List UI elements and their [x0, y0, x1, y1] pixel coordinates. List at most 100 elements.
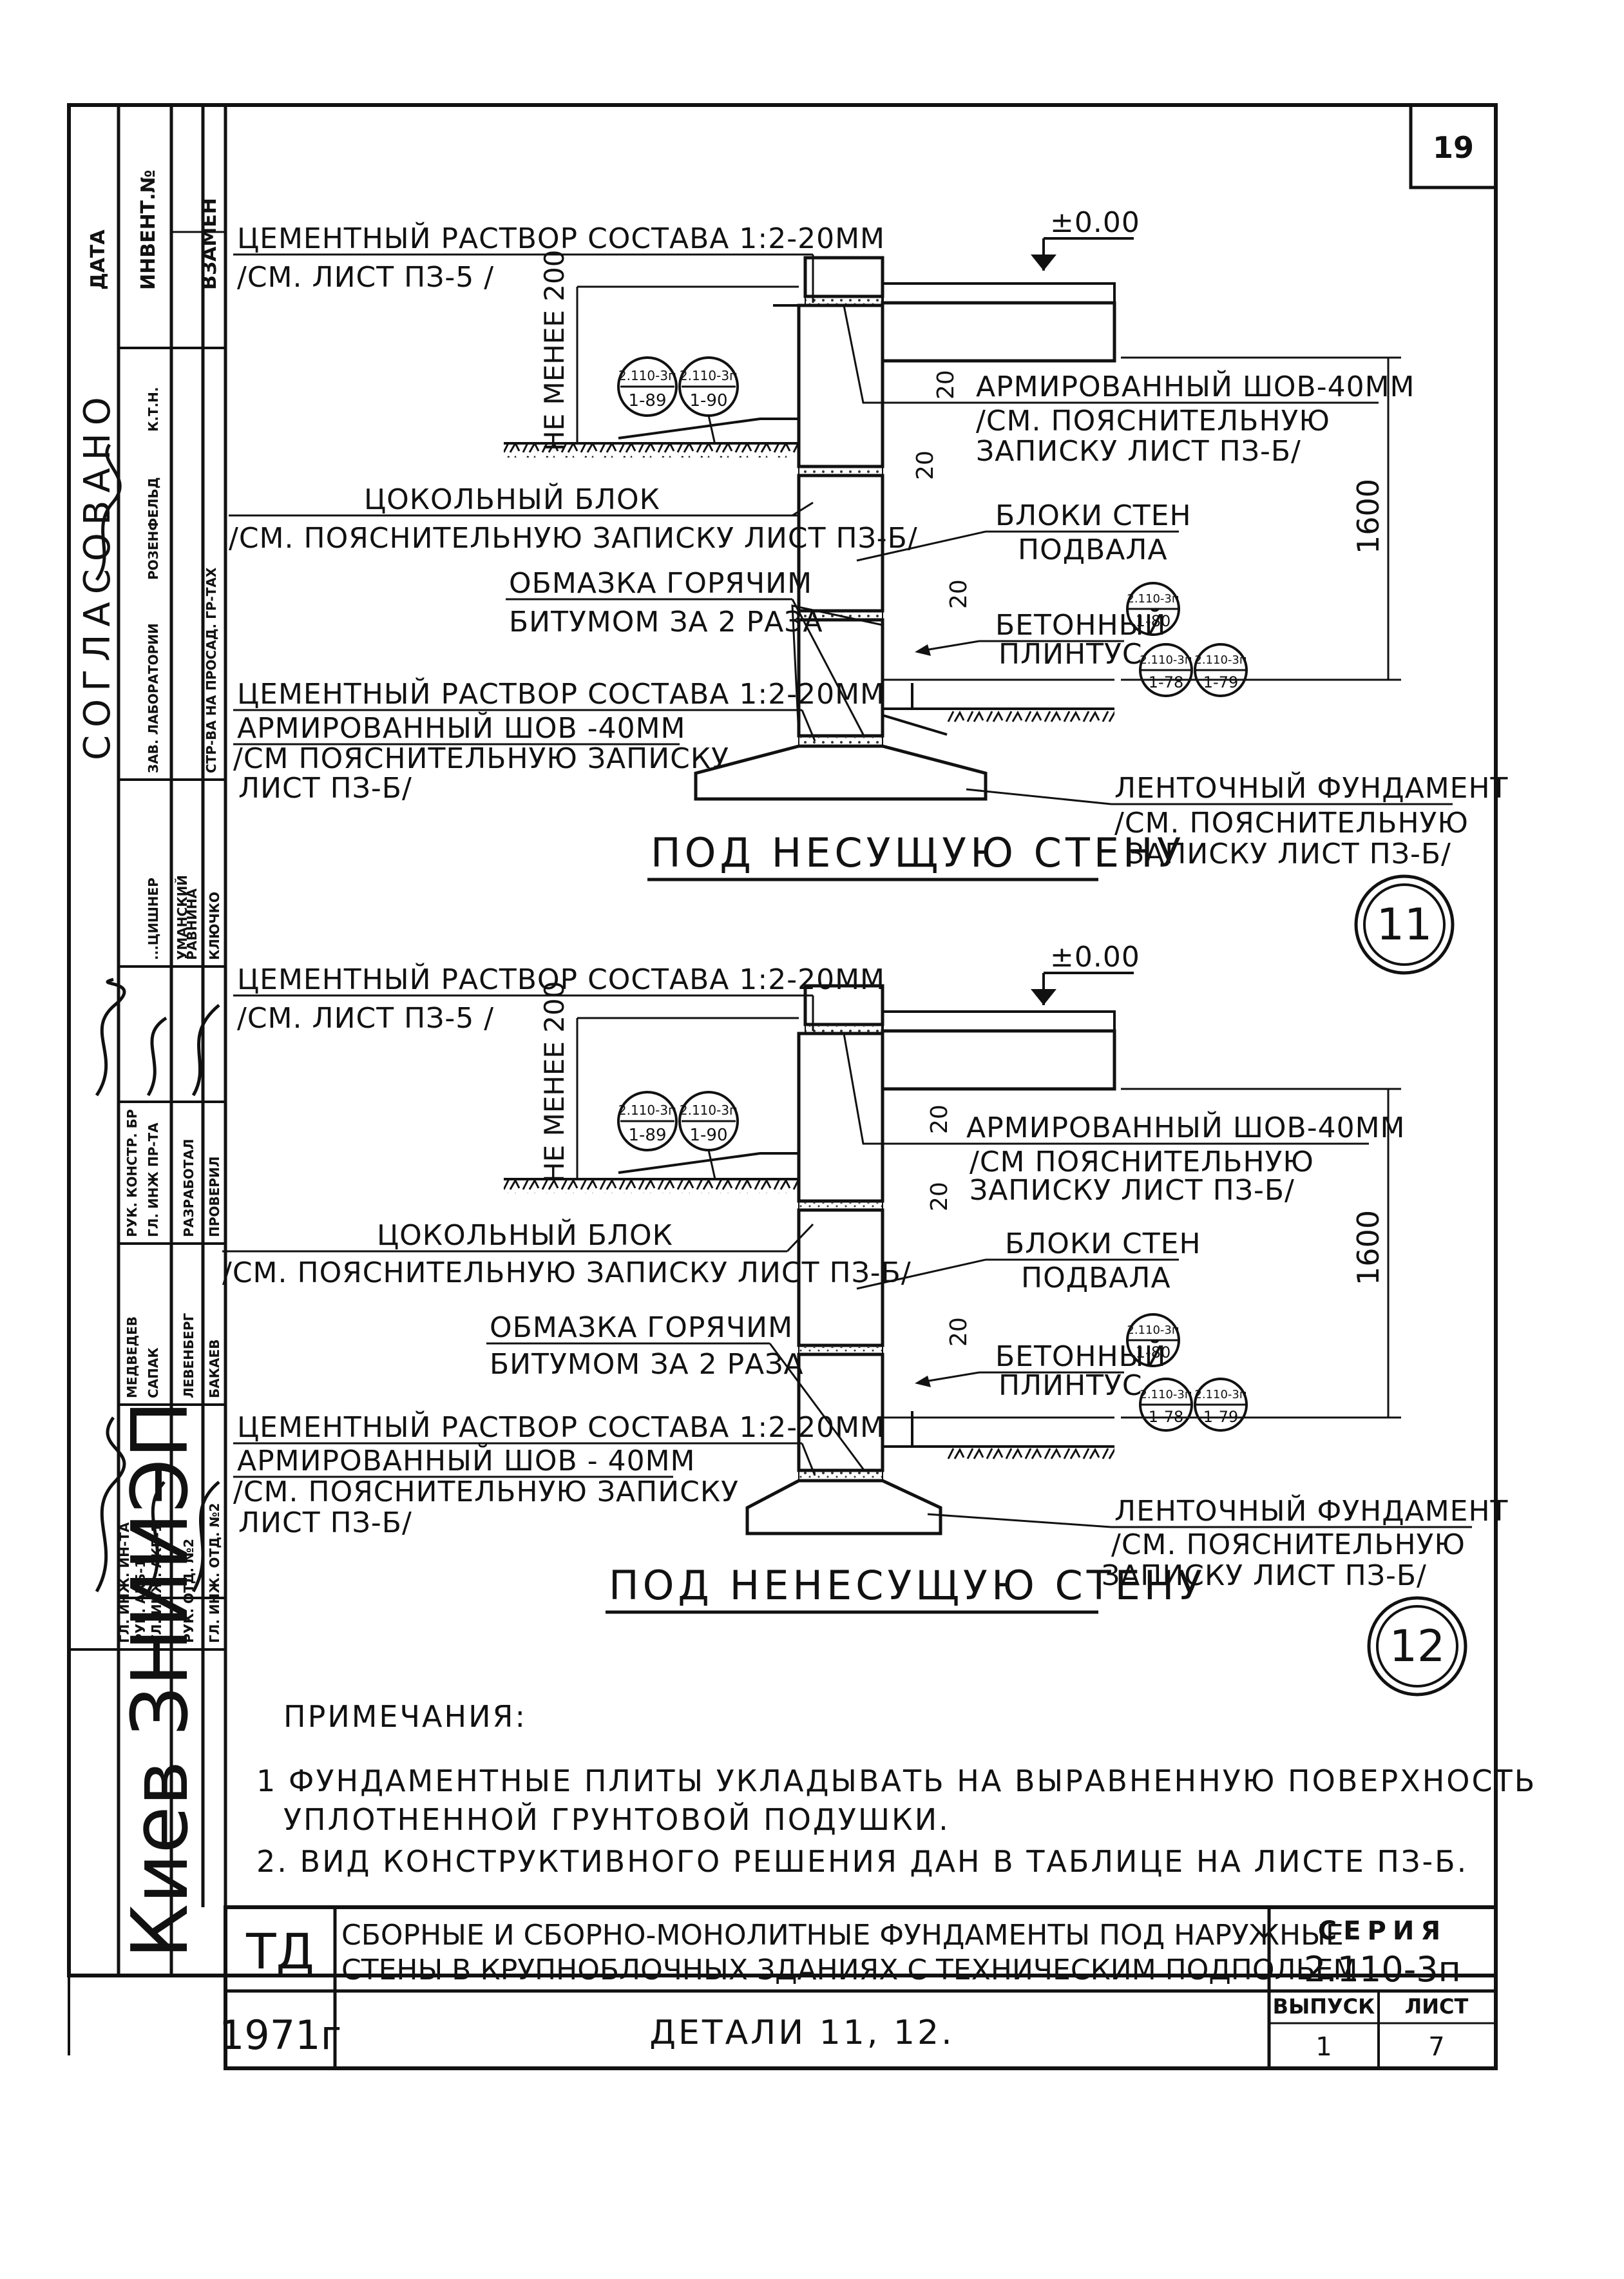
- stamp-role-3: РАЗРАБОТАЛ: [181, 1139, 196, 1237]
- d11-ref-78: 2.110-3п 1-78: [1139, 643, 1193, 697]
- svg-text:1-80: 1-80: [1136, 612, 1170, 630]
- d12-strip-ref-1: /СМ. ПОЯСНИТЕЛЬНУЮ: [1111, 1528, 1466, 1561]
- title-code: ТД: [245, 1923, 314, 1980]
- svg-text:1-89: 1-89: [628, 391, 666, 410]
- stamp-name-8: БАКАЕВ: [207, 1340, 222, 1398]
- stamp-name-1: ...ЦИШНЕР: [146, 878, 161, 960]
- title-subtitle: ДЕТАЛИ 11, 12.: [649, 2014, 954, 2052]
- series-label: СЕРИЯ: [1318, 1916, 1447, 1946]
- svg-text:2.110-3п: 2.110-3п: [1194, 1388, 1247, 1401]
- notes-heading: ПРИМЕЧАНИЯ:: [283, 1699, 527, 1734]
- signature-7: [191, 1481, 220, 1593]
- page-number-box: [1409, 103, 1498, 189]
- sheet-value: 7: [1428, 2032, 1444, 2062]
- svg-text:1-90: 1-90: [689, 391, 727, 410]
- d11-dim-20c: 20: [946, 579, 972, 609]
- stamp-name-4: КЛЮЧКО: [207, 892, 222, 960]
- svg-text:1-89: 1-89: [628, 1126, 666, 1145]
- svg-text:11: 11: [1377, 899, 1433, 950]
- d12-seam-2-ref-2: ЛИСТ ПЗ-Б/: [238, 1506, 412, 1539]
- d11-ref-80: 2.110-3п 1-80: [1126, 582, 1180, 636]
- stamp-date: ДАТА: [87, 229, 110, 290]
- d11-strip-ref-2: ЗАПИСКУ ЛИСТ ПЗ-Б/: [1126, 838, 1451, 870]
- svg-text:1-80: 1-80: [1136, 1343, 1170, 1361]
- d12-ref-90: 2.110-3п 1-90: [678, 1091, 739, 1151]
- signature-3: [146, 1016, 167, 1097]
- d11-mortar-top-ref: /СМ. ЛИСТ ПЗ-5 /: [237, 261, 494, 294]
- d11-ref-90: 2.110-3п 1-90: [678, 356, 739, 417]
- detail-11-structure: [504, 256, 1116, 801]
- stamp-role-6: РУК. АКБ-1: [133, 1559, 148, 1643]
- d11-coating-1: ОБМАЗКА ГОРЯЧИМ: [509, 567, 812, 600]
- d12-ref-78: 2.110-3п 1-78: [1139, 1378, 1193, 1432]
- stamp-role-1: РУК. КОНСТР. БР: [124, 1109, 140, 1237]
- stamp-name-rozenfeld: РОЗЕНФЕЛЬД: [146, 477, 161, 580]
- d12-ref-89: 2.110-3п 1-89: [617, 1091, 678, 1151]
- d11-wall-blocks-1: БЛОКИ СТЕН: [995, 499, 1192, 532]
- stamp-role-5: ГЛ. ИНЖ. ИН-ТА: [117, 1522, 132, 1643]
- d12-wall-blocks-2: ПОДВАЛА: [1021, 1262, 1171, 1294]
- d12-dim-20b: 20: [946, 1317, 972, 1347]
- notes-item-3: 2. ВИД КОНСТРУКТИВНОГО РЕШЕНИЯ ДАН В ТАБ…: [256, 1844, 1468, 1879]
- d11-strip-foundation: ЛЕНТОЧНЫЙ ФУНДАМЕНТ: [1114, 771, 1508, 805]
- d11-number: 11: [1354, 874, 1455, 975]
- d12-concrete-2: ПЛИНТУС: [998, 1369, 1143, 1402]
- d11-seam-2-ref-2: ЛИСТ ПЗ-Б/: [238, 772, 412, 805]
- issue-label: ВЫПУСК: [1273, 1994, 1375, 2019]
- d11-seam-2-ref-1: /СМ ПОЯСНИТЕЛЬНУЮ ЗАПИСКУ: [233, 742, 729, 775]
- d11-mortar-bottom: ЦЕМЕНТНЫЙ РАСТВОР СОСТАВА 1:2-20ММ: [237, 677, 885, 711]
- svg-text:1-79: 1-79: [1203, 1408, 1238, 1426]
- d12-seam-1-ref-2: ЗАПИСКУ ЛИСТ ПЗ-Б/: [970, 1174, 1295, 1207]
- stamp-role-2: ГЛ. ИНЖ ПР-ТА: [146, 1122, 161, 1237]
- stamp-name-6: САПАК: [146, 1347, 161, 1398]
- d12-plinth-block: ЦОКОЛЬНЫЙ БЛОК: [377, 1218, 673, 1252]
- stamp-lab-dept: СТР-ВА НА ПРОСАД. ГР-ТАХ: [204, 567, 219, 773]
- stamp-lab-head: ЗАВ. ЛАБОРАТОРИИ: [146, 623, 161, 773]
- d12-seam-2: АРМИРОВАННЫЙ ШОВ - 40ММ: [237, 1443, 696, 1477]
- title-line-2: СТЕНЫ В КРУПНОБЛОЧНЫХ ЗДАНИЯХ С ТЕХНИЧЕС…: [341, 1954, 1358, 1986]
- notes-item-1: 1 ФУНДАМЕНТНЫЕ ПЛИТЫ УКЛАДЫВАТЬ НА ВЫРАВ…: [256, 1764, 1536, 1798]
- stamp-title-ktn: К.Т.Н.: [146, 387, 161, 432]
- side-stamp: Киев ЗНИИЭП ДАТА ИНВЕНТ.№ ВЗАМЕН СОГЛАСО…: [70, 105, 227, 1976]
- signature-5: [95, 1416, 126, 1593]
- d12-coating-2: БИТУМОМ ЗА 2 РАЗА: [490, 1348, 804, 1381]
- d12-strip-ref-2: ЗАПИСКУ ЛИСТ ПЗ-Б/: [1102, 1559, 1427, 1592]
- d11-concrete-1: БЕТОННЫЙ: [995, 608, 1166, 642]
- stamp-name-7: ЛЕВЕНБЕРГ: [181, 1313, 196, 1398]
- page-number: 19: [1433, 130, 1474, 165]
- title-year: 1971г: [219, 2012, 341, 2059]
- stamp-replaces: ВЗАМЕН: [198, 198, 221, 290]
- notes-item-2: УПЛОТНЕННОЙ ГРУНТОВОЙ ПОДУШКИ.: [283, 1802, 950, 1837]
- d11-ref-79: 2.110-3п 1-79: [1194, 643, 1248, 697]
- d12-mortar-bottom: ЦЕМЕНТНЫЙ РАСТВОР СОСТАВА 1:2-20ММ: [237, 1410, 885, 1444]
- detail-11: ±0.00 ЦЕМЕНТНЫЙ РАСТВОР СОСТАВА 1:2-20ММ…: [229, 206, 1508, 975]
- svg-text:2.110-3п: 2.110-3п: [618, 1102, 676, 1118]
- stamp-role-9: ГЛ. ИНЖ. ОТД. №2: [207, 1503, 222, 1643]
- detail-12-structure: [504, 984, 1116, 1535]
- d11-min-height: НЕ МЕНЕЕ 200: [539, 250, 570, 451]
- d11-wall-blocks-2: ПОДВАЛА: [1018, 534, 1168, 566]
- svg-text:12: 12: [1390, 1621, 1446, 1672]
- stamp-name-5: МЕДВЕДЕВ: [124, 1316, 140, 1398]
- d12-seam-1-ref-1: /СМ ПОЯСНИТЕЛЬНУЮ: [970, 1146, 1314, 1178]
- stamp-approved: СОГЛАСОВАНО: [77, 389, 119, 760]
- title-block-frame: [224, 1905, 1498, 2070]
- d12-min-height: НЕ МЕНЕЕ 200: [539, 981, 570, 1182]
- d11-coating-2: БИТУМОМ ЗА 2 РАЗА: [509, 606, 823, 639]
- svg-text:2.110-3п: 2.110-3п: [618, 368, 676, 383]
- svg-text:2.110-3п: 2.110-3п: [1127, 592, 1179, 606]
- d11-seam-2: АРМИРОВАННЫЙ ШОВ -40ММ: [237, 711, 686, 745]
- d12-caption: ПОД НЕНЕСУЩУЮ СТЕНУ: [609, 1562, 1206, 1609]
- d12-strip-foundation: ЛЕНТОЧНЫЙ ФУНДАМЕНТ: [1114, 1494, 1508, 1528]
- signature-6: [146, 1481, 166, 1593]
- d12-wall-blocks-1: БЛОКИ СТЕН: [1005, 1227, 1201, 1260]
- d11-seam-1-ref-2: ЗАПИСКУ ЛИСТ ПЗ-Б/: [976, 435, 1301, 468]
- svg-text:2.110-3п: 2.110-3п: [680, 1102, 738, 1118]
- svg-text:1-90: 1-90: [689, 1126, 727, 1145]
- svg-text:1-78: 1-78: [1149, 1408, 1183, 1426]
- d12-ref-80: 2.110-3п 1-80: [1126, 1313, 1180, 1367]
- d12-seam-1: АРМИРОВАННЫЙ ШОВ-40ММ: [966, 1110, 1406, 1144]
- detail-12: ±0.00 ЦЕМЕНТНЫЙ РАСТВОР СОСТАВА 1:2-20ММ…: [222, 941, 1508, 1697]
- svg-text:1-79: 1-79: [1203, 673, 1238, 691]
